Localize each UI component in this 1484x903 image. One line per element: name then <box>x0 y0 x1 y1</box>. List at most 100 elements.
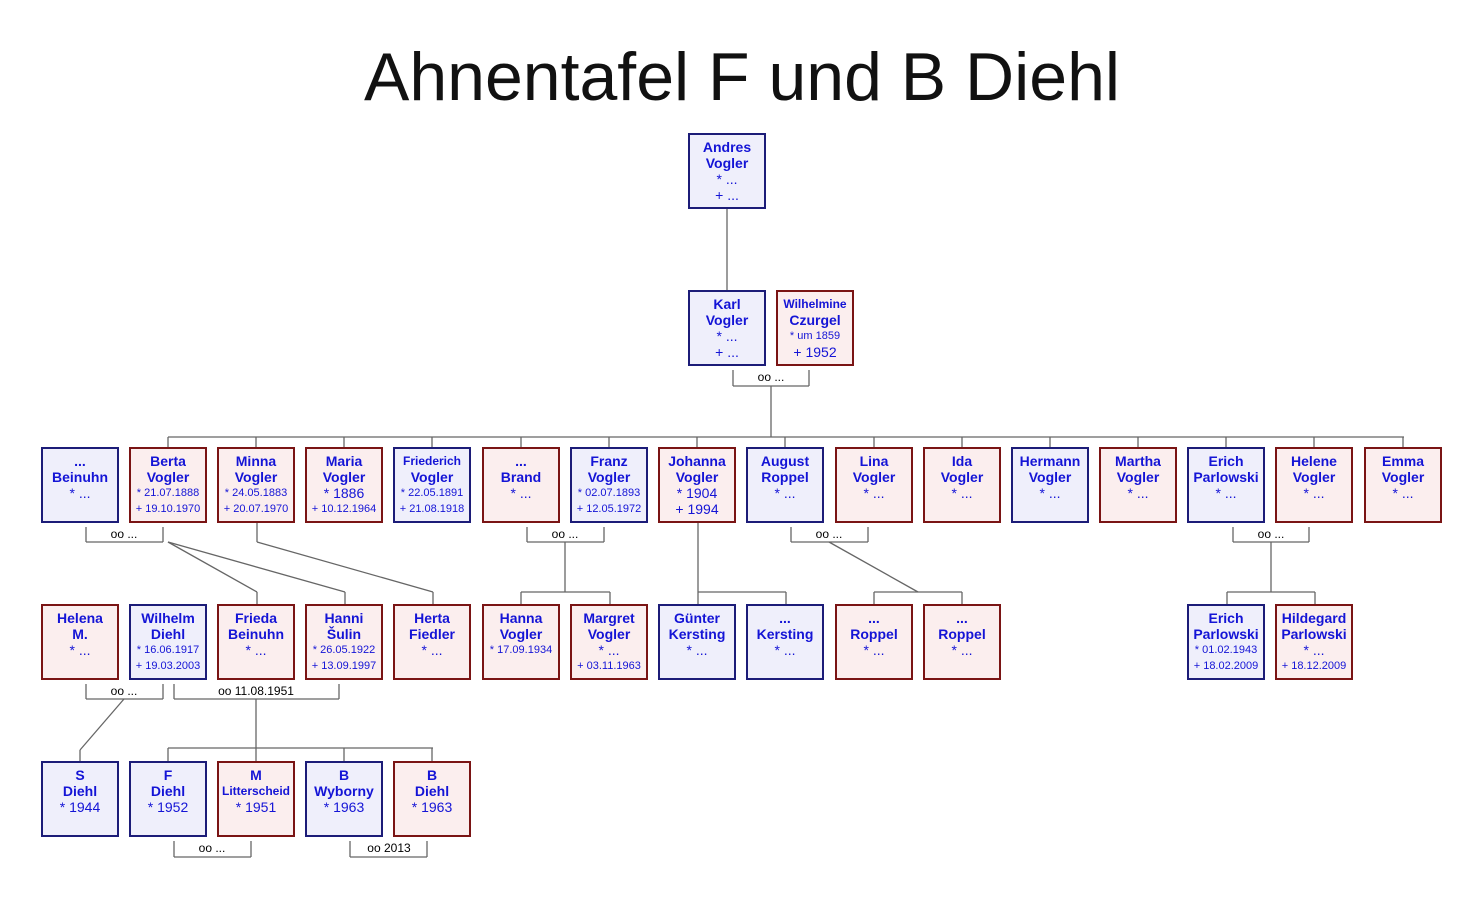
person-birth-date: * ... <box>1392 485 1414 501</box>
person-death-date: + 1952 <box>793 344 837 360</box>
connector-line-50 <box>256 541 434 593</box>
person-given-name: August <box>760 453 810 469</box>
person-birth-date: * ... <box>1215 485 1237 501</box>
connector-line-45 <box>167 541 258 593</box>
person-birth-date: * ... <box>510 485 532 501</box>
person-death-date: + 03.11.1963 <box>577 660 641 672</box>
person-given-name: B <box>426 767 438 783</box>
person-given-name: Wilhelm <box>141 610 195 626</box>
person-given-name: Franz <box>590 453 628 469</box>
person-birth-date: * 16.06.1917 <box>136 644 200 656</box>
person-box-brand[interactable]: ...Brand* ... <box>482 447 560 523</box>
person-surname: Vogler <box>1381 469 1425 485</box>
person-given-name: Hermann <box>1019 453 1081 469</box>
person-birth-date: * 1951 <box>235 799 277 815</box>
person-given-name: S <box>75 767 85 783</box>
marriage-label-helena_wilhelm: oo ... <box>108 684 140 698</box>
person-birth-date: * 22.05.1891 <box>400 487 464 499</box>
person-surname: Vogler <box>1028 469 1072 485</box>
person-surname: Šulin <box>326 626 362 642</box>
person-birth-date: * 1944 <box>59 799 101 815</box>
person-birth-date: * 24.05.1883 <box>224 487 288 499</box>
person-box-roppel1[interactable]: ...Roppel* ... <box>835 604 913 680</box>
person-given-name: Karl <box>713 296 741 312</box>
person-box-roppel2[interactable]: ...Roppel* ... <box>923 604 1001 680</box>
person-box-kersting[interactable]: ...Kersting* ... <box>746 604 824 680</box>
page-title: Ahnentafel F und B Diehl <box>363 39 1121 115</box>
person-death-date: + ... <box>715 187 739 203</box>
connector-line-47 <box>167 541 346 593</box>
person-birth-date: * ... <box>951 642 973 658</box>
person-given-name: Günter <box>674 610 720 626</box>
person-birth-date: * 1952 <box>147 799 189 815</box>
person-birth-date: * 1963 <box>323 799 365 815</box>
person-birth-date: * ... <box>1039 485 1061 501</box>
person-death-date: + 21.08.1918 <box>399 503 465 515</box>
person-birth-date: * 21.07.1888 <box>136 487 200 499</box>
person-birth-date: * ... <box>716 171 738 187</box>
person-surname: Diehl <box>62 783 98 799</box>
person-surname: Roppel <box>761 469 809 485</box>
person-birth-date: * 01.02.1943 <box>1194 644 1258 656</box>
person-surname: Vogler <box>705 155 749 171</box>
person-given-name: ... <box>74 453 86 469</box>
person-given-name: Berta <box>150 453 186 469</box>
marriage-label-karl_wilhelmine: oo ... <box>755 370 787 384</box>
person-death-date: + ... <box>715 344 739 360</box>
person-birth-date: * ... <box>951 485 973 501</box>
person-surname: Vogler <box>499 626 543 642</box>
person-birth-date: * ... <box>69 485 91 501</box>
person-surname: Vogler <box>705 312 749 328</box>
person-given-name: F <box>163 767 173 783</box>
person-given-name: Emma <box>1381 453 1425 469</box>
person-death-date: + 19.10.1970 <box>135 503 201 515</box>
person-death-date: + 13.09.1997 <box>311 660 377 672</box>
person-surname: Fiedler <box>409 626 455 642</box>
person-birth-date: * 02.07.1893 <box>577 487 641 499</box>
person-surname: Diehl <box>414 783 450 799</box>
person-birth-date: * ... <box>598 642 620 658</box>
person-surname: Diehl <box>150 783 186 799</box>
person-given-name: ... <box>956 610 968 626</box>
person-death-date: + 19.03.2003 <box>135 660 201 672</box>
marriage-label-bw_bd: oo 2013 <box>365 841 413 855</box>
person-birth-date: * um 1859 <box>789 330 841 342</box>
person-given-name: ... <box>779 610 791 626</box>
person-box-beinuhn[interactable]: ...Beinuhn* ... <box>41 447 119 523</box>
person-birth-date: * ... <box>1303 642 1325 658</box>
connector-line-60 <box>828 541 919 593</box>
person-surname: Vogler <box>675 469 719 485</box>
